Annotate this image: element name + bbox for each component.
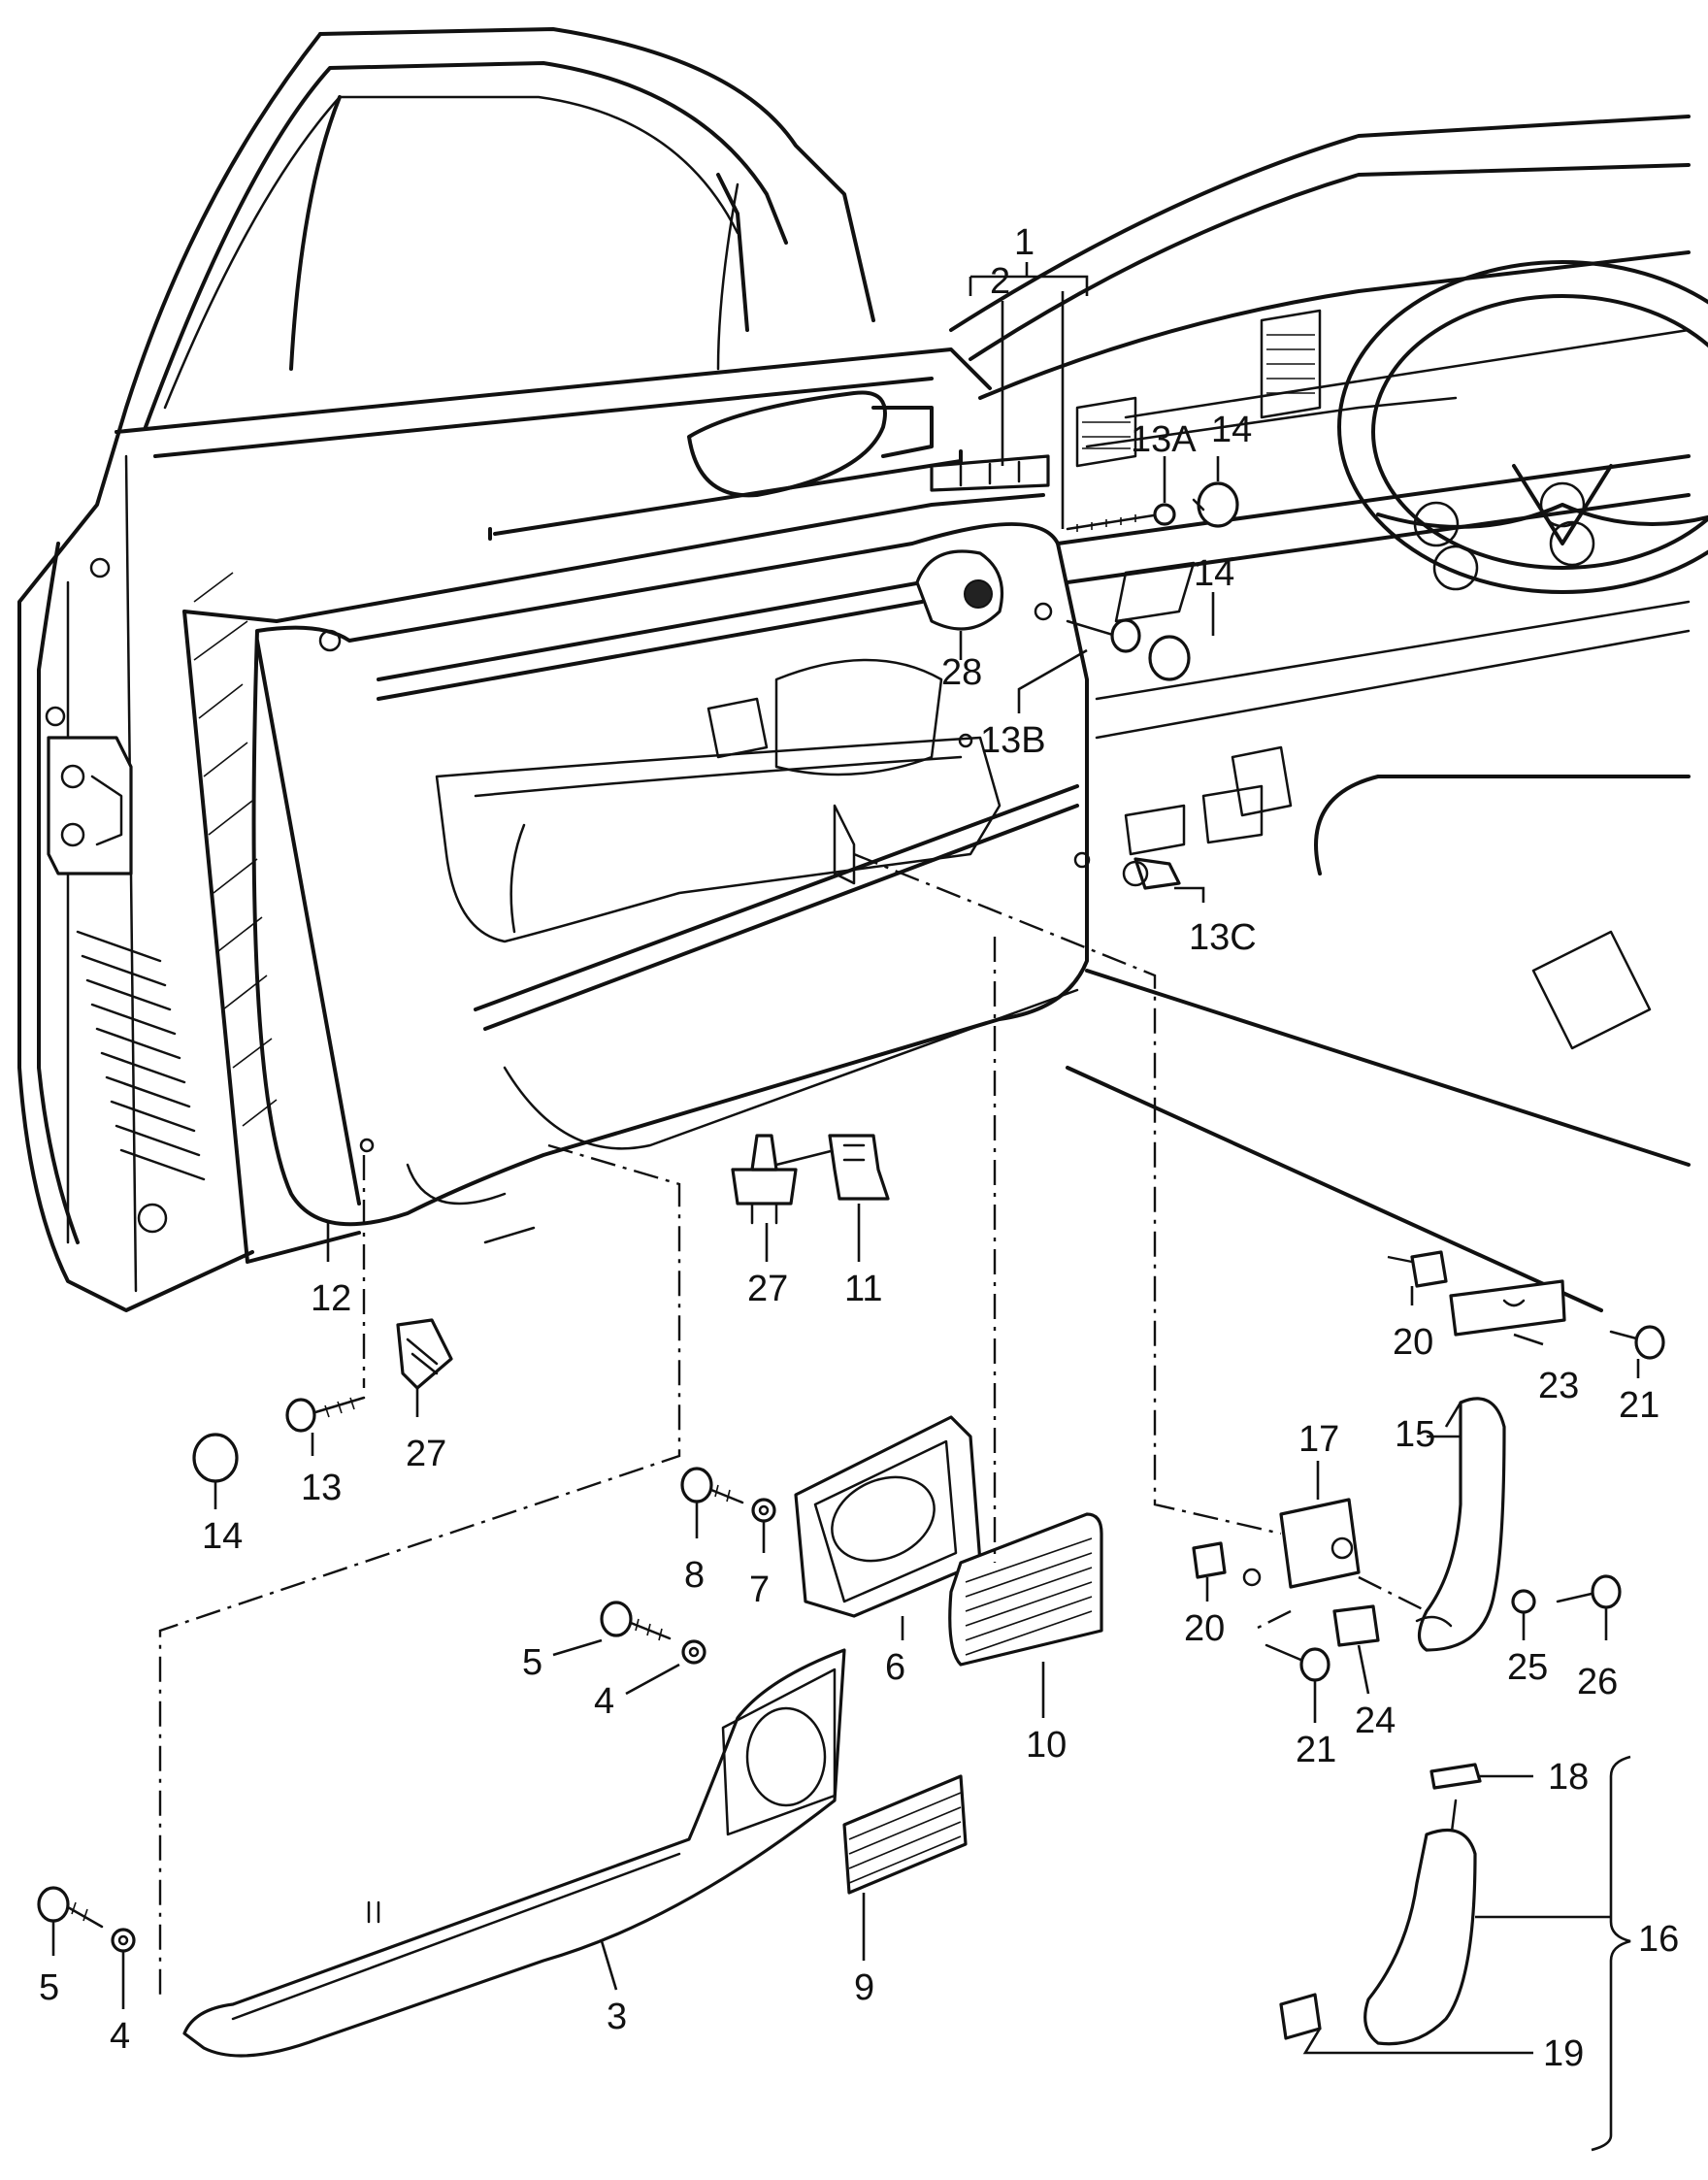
callout-21-lower: 21 <box>1296 1730 1336 1770</box>
car-dashboard <box>949 115 1708 1312</box>
callout-26: 26 <box>1577 1662 1618 1702</box>
callout-13b: 13B <box>980 720 1046 761</box>
part-13-screw <box>285 1396 366 1433</box>
callout-1: 1 <box>1014 222 1035 263</box>
part-5-screw-upper <box>600 1601 672 1641</box>
callout-8: 8 <box>684 1555 705 1596</box>
part-28-knob <box>915 549 1004 631</box>
part-27-clip-lower <box>396 1318 453 1390</box>
callout-17: 17 <box>1298 1419 1339 1460</box>
part-13b-screw <box>1034 602 1141 653</box>
part-4-washer-lower <box>111 1928 136 1953</box>
part-24-insert <box>1332 1604 1380 1647</box>
part-18-clip <box>1429 1763 1482 1790</box>
callout-13: 13 <box>301 1468 342 1508</box>
part-4-washer-upper <box>681 1639 706 1665</box>
part-21-screw-lower <box>1265 1643 1330 1682</box>
callout-12: 12 <box>311 1278 351 1319</box>
callout-13a: 13A <box>1131 419 1197 460</box>
part-27-clip-upper <box>731 1134 798 1225</box>
callout-27-lower: 27 <box>406 1434 446 1474</box>
callout-28: 28 <box>941 652 982 693</box>
callout-5-lower: 5 <box>39 1967 59 2008</box>
part-17-bracket <box>1279 1498 1361 1589</box>
callout-11: 11 <box>844 1269 882 1309</box>
callout-labels: 1 2 13A 14 14 28 13B 13C 27 11 12 27 13 … <box>39 222 1679 2074</box>
part-15-grab-handle <box>1415 1397 1506 1652</box>
door-latch <box>47 736 133 875</box>
callout-3: 3 <box>607 1997 627 2037</box>
callout-25: 25 <box>1507 1647 1548 1688</box>
part-9-grille <box>842 1774 968 1895</box>
callout-14-top: 14 <box>1211 410 1252 450</box>
callout-4-lower: 4 <box>110 2016 130 2057</box>
part-20-clip-upper <box>1410 1250 1448 1288</box>
part-10-grille <box>948 1512 1103 1667</box>
part-25-washer <box>1511 1589 1536 1614</box>
part-8-screw <box>680 1467 744 1504</box>
callout-27-upper: 27 <box>747 1269 788 1309</box>
callout-9: 9 <box>854 1967 874 2008</box>
callout-21-upper: 21 <box>1619 1385 1659 1426</box>
callout-24: 24 <box>1355 1701 1396 1741</box>
callout-5-upper: 5 <box>522 1642 542 1683</box>
door-trim-panel <box>251 522 1089 1244</box>
steering-wheel <box>1337 260 1708 594</box>
part-19-cover <box>1279 1993 1322 2040</box>
callout-4-upper: 4 <box>594 1681 614 1722</box>
callout-19: 19 <box>1543 2033 1584 2074</box>
callout-18: 18 <box>1548 1757 1589 1798</box>
part-13c-clip <box>1073 851 1181 890</box>
callout-23: 23 <box>1538 1366 1579 1406</box>
door-shell-hatching <box>193 572 278 1127</box>
callout-14-mid: 14 <box>1194 553 1234 594</box>
part-14-cap-top <box>1192 481 1239 528</box>
callout-20-lower: 20 <box>1184 1608 1225 1649</box>
part-7-washer <box>751 1498 776 1523</box>
callout-7: 7 <box>749 1569 770 1610</box>
door-vent-slots <box>76 930 206 1181</box>
callout-6: 6 <box>885 1647 905 1688</box>
callout-20-upper: 20 <box>1393 1322 1433 1363</box>
part-23-bracket <box>1449 1279 1566 1337</box>
part-20-clip-lower <box>1192 1541 1262 1587</box>
callout-14-lower: 14 <box>202 1516 243 1557</box>
part-26-screw <box>1556 1574 1622 1609</box>
part-2-mirror-cover <box>930 454 1050 492</box>
part-21-screw-upper <box>1609 1325 1665 1360</box>
part-16-grab-handle <box>1363 1799 1477 2046</box>
assembly-dash-lines <box>158 852 1428 1999</box>
part-3-armrest <box>182 1648 846 2058</box>
callout-13c: 13C <box>1189 917 1257 958</box>
callout-2: 2 <box>990 261 1010 302</box>
callout-10: 10 <box>1026 1725 1067 1766</box>
callout-16: 16 <box>1638 1919 1679 1960</box>
part-5-screw-lower <box>37 1886 104 1929</box>
part-13a-screw <box>1066 503 1176 532</box>
part-14-cap-lower <box>192 1433 239 1483</box>
leader-lines <box>51 262 1640 2152</box>
callout-15: 15 <box>1395 1414 1435 1455</box>
part-14-cap-mid <box>1148 635 1191 681</box>
part-11-clip <box>828 1134 890 1201</box>
